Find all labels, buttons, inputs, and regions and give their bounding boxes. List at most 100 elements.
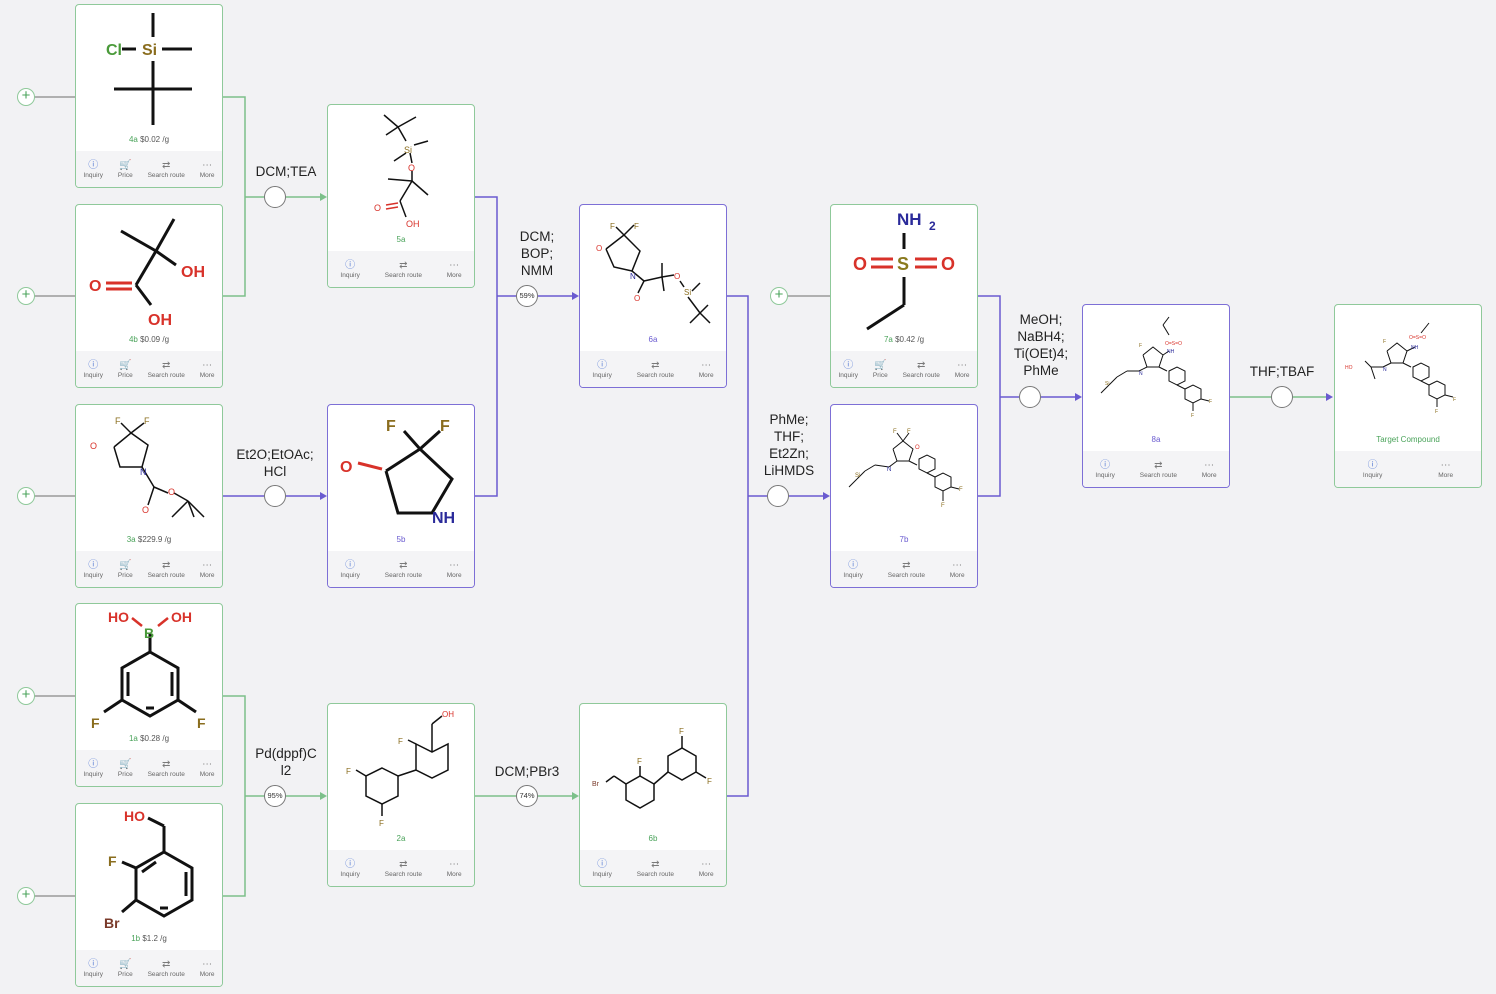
svg-text:F: F bbox=[386, 418, 396, 435]
reaction-node[interactable] bbox=[767, 485, 789, 507]
search-route-button[interactable]: ⇄Search route bbox=[902, 359, 940, 379]
search-route-button[interactable]: ⇄Search route bbox=[636, 858, 674, 878]
add-precursor-button[interactable]: + bbox=[17, 88, 35, 106]
svg-text:Si: Si bbox=[404, 145, 412, 155]
search-route-button[interactable]: ⇄Search route bbox=[384, 259, 422, 279]
more-button[interactable]: ⋯More bbox=[199, 359, 215, 379]
structure-8a: N NH O=S=O F Si F F bbox=[1100, 316, 1212, 419]
reaction-conditions: PhMe; THF; Et2Zn; LiHMDS bbox=[763, 412, 815, 478]
reaction-node[interactable] bbox=[264, 485, 286, 507]
structure-4a: Cl Si bbox=[106, 13, 192, 125]
compound-price: $0.09 /g bbox=[140, 335, 170, 344]
price-button[interactable]: 🛒Price bbox=[117, 559, 133, 579]
svg-text:F: F bbox=[1435, 409, 1438, 415]
more-button[interactable]: ⋯More bbox=[199, 559, 215, 579]
search-route-button[interactable]: ⇄Search route bbox=[147, 758, 185, 778]
reaction-node[interactable] bbox=[1271, 386, 1293, 408]
ellipsis-icon: ⋯ bbox=[202, 359, 213, 371]
ellipsis-icon: ⋯ bbox=[202, 559, 213, 571]
reaction-yield-node[interactable]: 74% bbox=[516, 785, 538, 807]
svg-text:O: O bbox=[374, 203, 381, 213]
svg-text:F: F bbox=[707, 777, 712, 786]
svg-text:OH: OH bbox=[406, 219, 420, 229]
more-button[interactable]: ⋯More bbox=[446, 259, 462, 279]
price-button[interactable]: 🛒Price bbox=[117, 758, 133, 778]
svg-text:NH: NH bbox=[432, 510, 455, 527]
search-route-button[interactable]: ⇄Search route bbox=[887, 559, 925, 579]
price-button[interactable]: 🛒Price bbox=[117, 159, 133, 179]
search-route-button[interactable]: ⇄Search route bbox=[636, 359, 674, 379]
search-route-button[interactable]: ⇄Search route bbox=[1139, 459, 1177, 479]
reaction-yield-node[interactable]: 95% bbox=[264, 785, 286, 807]
add-precursor-button[interactable]: + bbox=[770, 287, 788, 305]
add-precursor-button[interactable]: + bbox=[17, 287, 35, 305]
route-icon: ⇄ bbox=[399, 259, 408, 271]
add-precursor-button[interactable]: + bbox=[17, 687, 35, 705]
svg-text:F: F bbox=[1139, 343, 1142, 349]
search-route-button[interactable]: ⇄Search route bbox=[384, 858, 422, 878]
price-button[interactable]: 🛒Price bbox=[872, 359, 888, 379]
search-route-button[interactable]: ⇄Search route bbox=[147, 359, 185, 379]
reaction-node[interactable] bbox=[1019, 386, 1041, 408]
search-route-button[interactable]: ⇄Search route bbox=[147, 559, 185, 579]
more-button[interactable]: ⋯More bbox=[698, 858, 714, 878]
cart-icon: 🛒 bbox=[119, 159, 132, 171]
more-button[interactable]: ⋯More bbox=[446, 858, 462, 878]
svg-text:N: N bbox=[1139, 371, 1143, 377]
svg-text:F: F bbox=[959, 487, 963, 493]
add-precursor-button[interactable]: + bbox=[17, 887, 35, 905]
reaction-node[interactable] bbox=[264, 186, 286, 208]
more-button[interactable]: ⋯More bbox=[199, 958, 215, 978]
reaction-yield-node[interactable]: 59% bbox=[516, 285, 538, 307]
route-icon: ⇄ bbox=[162, 758, 171, 770]
more-button[interactable]: ⋯More bbox=[1201, 459, 1217, 479]
search-route-button[interactable]: ⇄Search route bbox=[147, 159, 185, 179]
svg-text:O=S=O: O=S=O bbox=[1409, 335, 1426, 341]
more-button[interactable]: ⋯More bbox=[199, 159, 215, 179]
inquiry-icon: ⓘ bbox=[88, 958, 99, 970]
more-button[interactable]: ⋯More bbox=[949, 559, 965, 579]
svg-text:O: O bbox=[89, 278, 101, 295]
price-button[interactable]: 🛒Price bbox=[117, 958, 133, 978]
search-route-button[interactable]: ⇄Search route bbox=[147, 958, 185, 978]
svg-text:OH: OH bbox=[181, 264, 205, 281]
more-button[interactable]: ⋯More bbox=[954, 359, 970, 379]
more-button[interactable]: ⋯More bbox=[199, 758, 215, 778]
more-button[interactable]: ⋯More bbox=[446, 559, 462, 579]
inquiry-icon: ⓘ bbox=[345, 858, 356, 870]
add-precursor-button[interactable]: + bbox=[17, 487, 35, 505]
more-button[interactable]: ⋯More bbox=[698, 359, 714, 379]
more-button[interactable]: ⋯More bbox=[1438, 459, 1454, 479]
compound-id: 1a bbox=[128, 734, 138, 743]
price-button[interactable]: 🛒Price bbox=[117, 359, 133, 379]
search-route-button[interactable]: ⇄Search route bbox=[384, 559, 422, 579]
